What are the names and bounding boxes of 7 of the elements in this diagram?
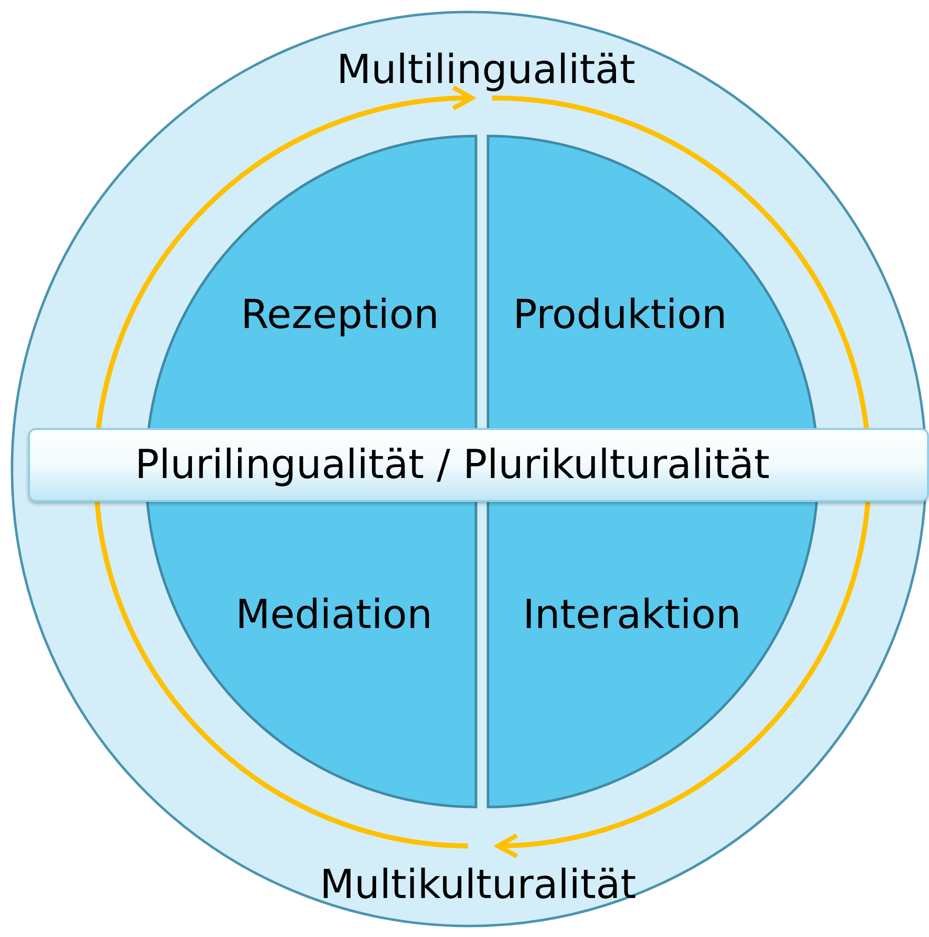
segment-label: Rezeption bbox=[240, 293, 440, 337]
ring-label: Multilingualität bbox=[336, 48, 636, 92]
segment-label: Interaktion bbox=[522, 593, 742, 637]
segment-label: Produktion bbox=[513, 293, 727, 337]
banner: Plurilingualität / Plurikulturalität bbox=[28, 428, 929, 502]
segment-label: Mediation bbox=[236, 593, 432, 637]
ring-label: Multikulturalität bbox=[320, 863, 636, 907]
